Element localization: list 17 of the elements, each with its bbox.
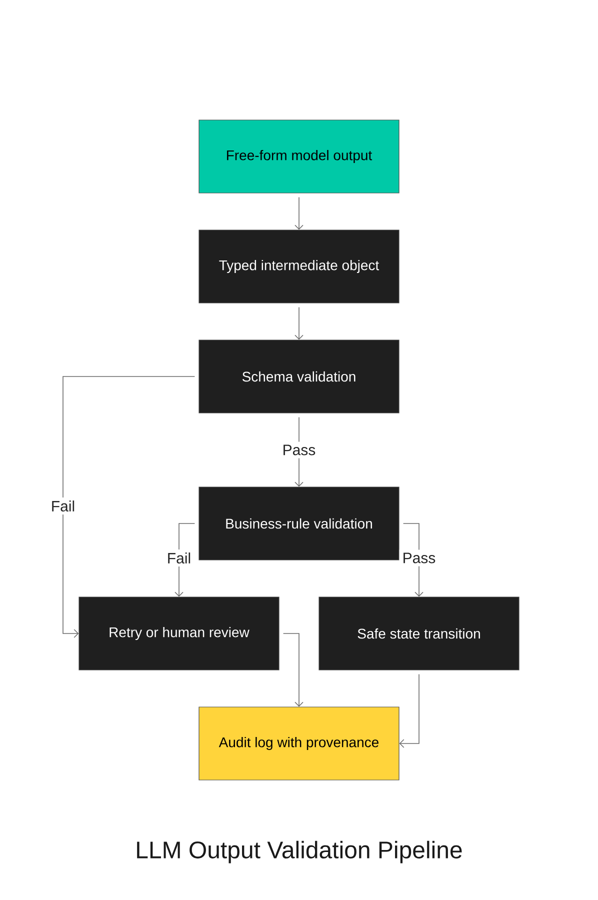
arrow — [62, 376, 196, 638]
arrow — [294, 306, 304, 340]
title: LLM Output Validation Pipeline — [137, 840, 462, 864]
process-box: Free-form model output — [198, 120, 400, 194]
edge-label: Fail — [48, 498, 78, 515]
process-box: Schema validation — [198, 340, 400, 414]
edge-label: Pass — [399, 550, 439, 566]
arrow — [294, 196, 304, 230]
process-box: Retry or human review — [78, 596, 280, 670]
arrow — [282, 633, 304, 707]
edge-label: Pass — [279, 442, 319, 458]
process-box: Business-rule validation — [198, 486, 400, 560]
process-box: Typed intermediate object — [198, 230, 400, 304]
edge-label: Fail — [164, 550, 194, 567]
arrow — [399, 674, 420, 748]
process-box: Audit log with provenance — [198, 706, 400, 780]
process-box: Safe state transition — [318, 596, 520, 670]
